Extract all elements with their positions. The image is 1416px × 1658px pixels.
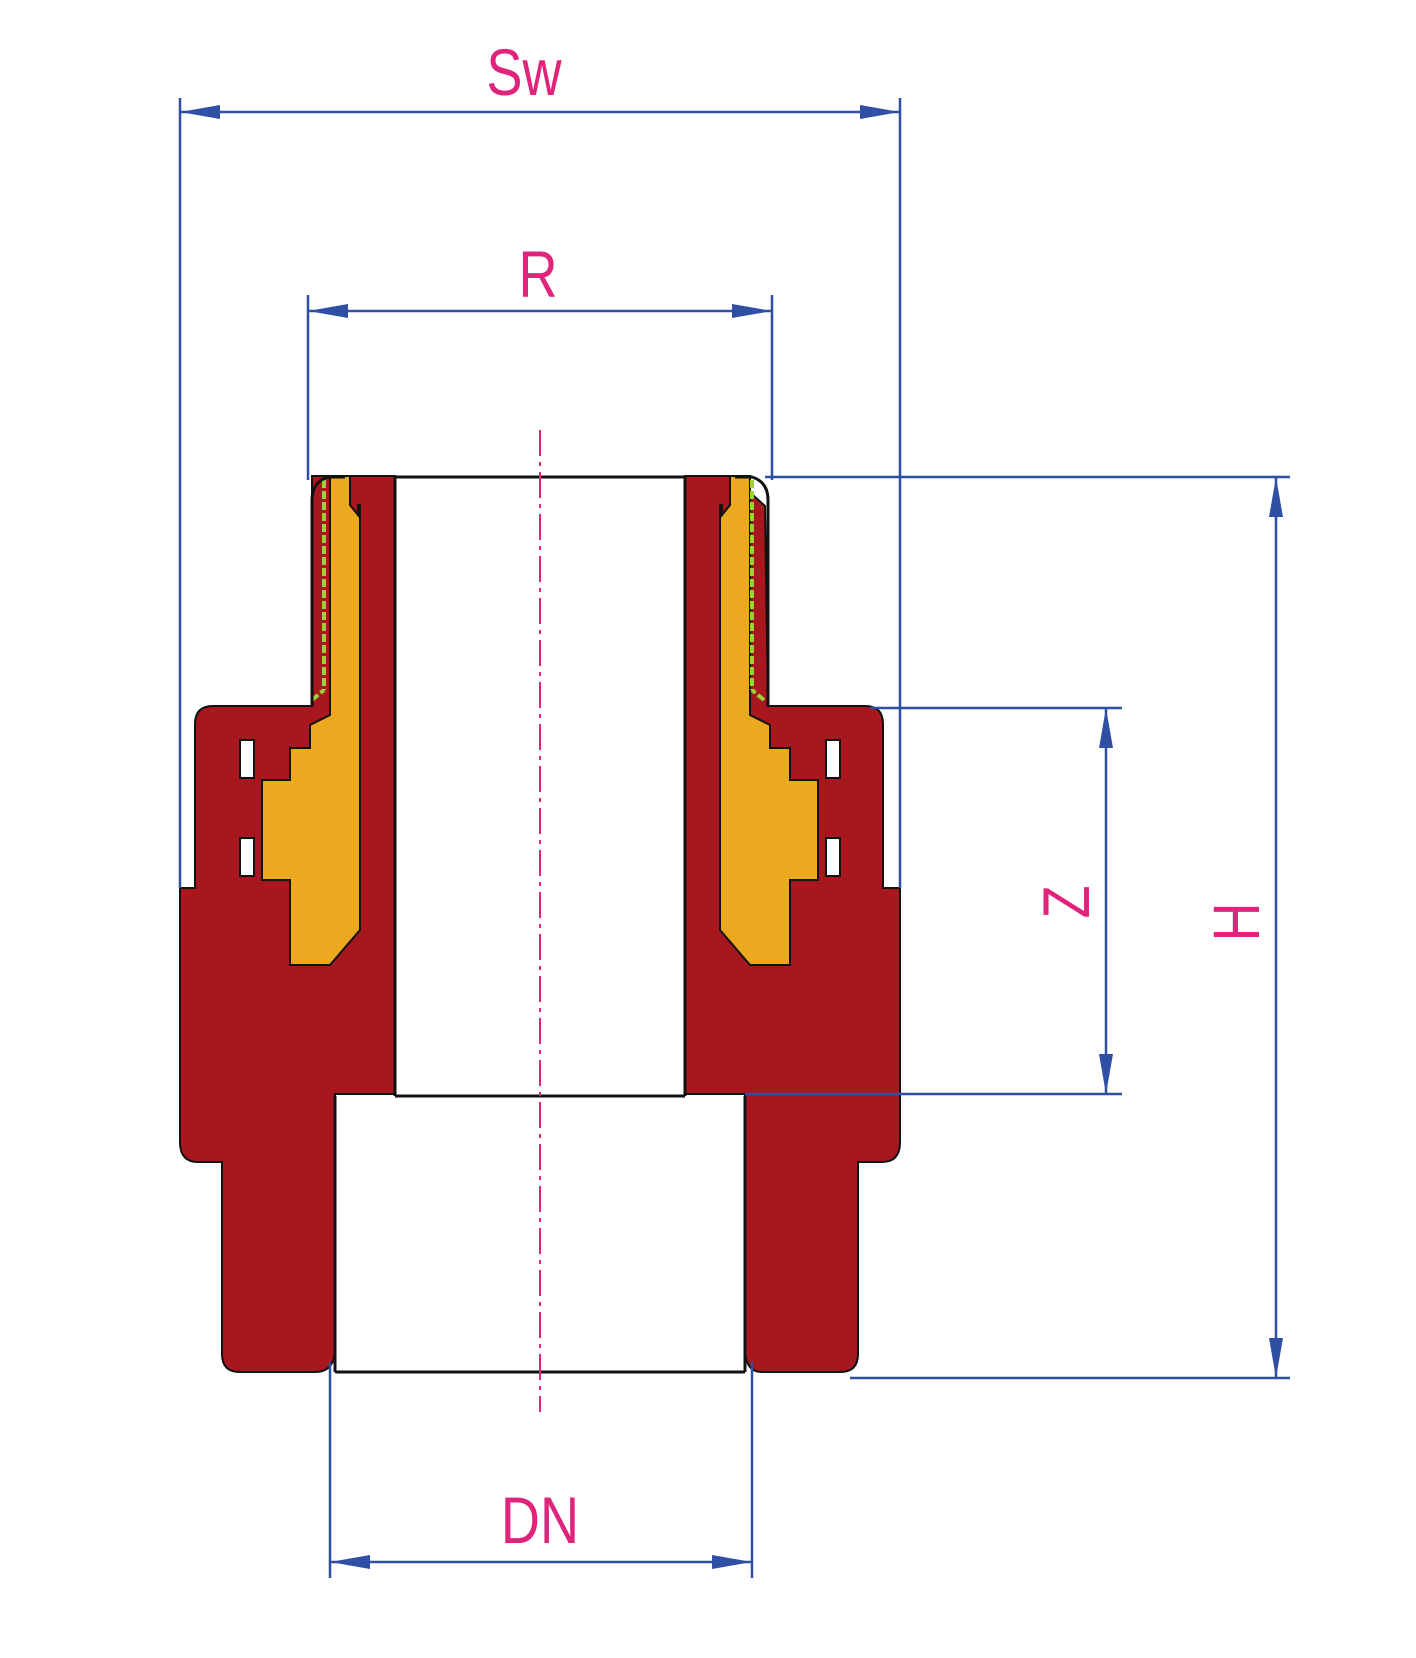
thread-left-chamfer [310,688,326,702]
fitting-body-left [179,475,396,1373]
dimension-label-sw: Sw [486,35,562,109]
fitting-body-right [684,475,901,1373]
dimension-label-r: R [518,237,558,311]
groove-right-upper [825,739,841,779]
thread-nose-outline-left [310,475,345,706]
thread-right-chamfer [750,688,766,702]
brass-insert-left [261,475,361,966]
thread-nose-outline-right [735,475,770,706]
dimension-label-dn: DN [500,1483,580,1557]
groove-left-lower [239,837,255,877]
dimension-label-z: Z [1029,885,1103,919]
groove-right-lower [825,837,841,877]
dimension-label-h: H [1199,902,1273,942]
brass-insert-right [719,475,819,966]
groove-left-upper [239,739,255,779]
